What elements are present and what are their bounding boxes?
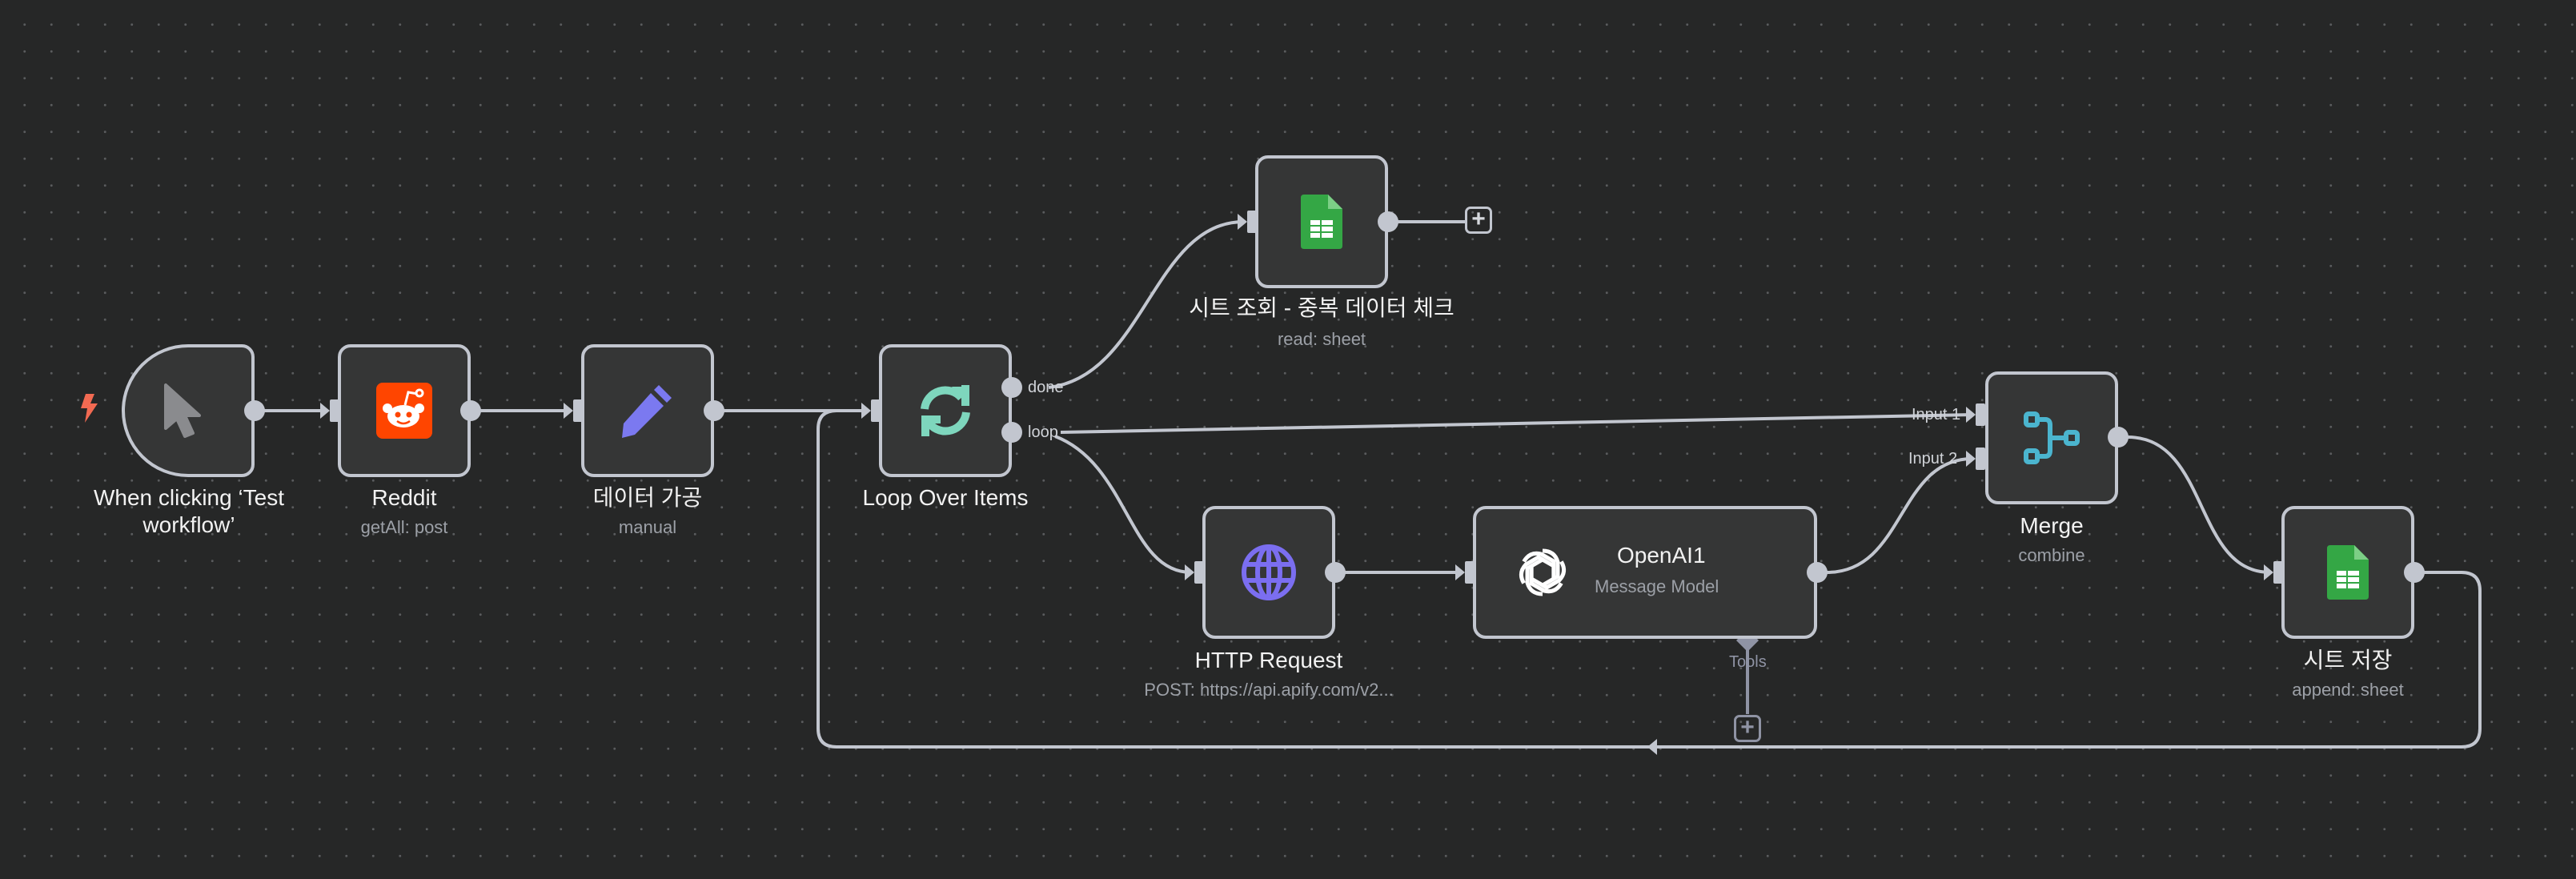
edge-loop-http[interactable]	[1054, 435, 1192, 574]
pencil-icon	[622, 385, 672, 438]
sheet-read-input-handle[interactable]	[1247, 211, 1257, 233]
http-input-handle[interactable]	[1194, 561, 1204, 584]
loop-input-handle[interactable]	[871, 399, 881, 422]
data-process-output-handle[interactable]	[704, 400, 724, 421]
node-title: 데이터 가공	[592, 485, 703, 510]
arrow-merge-input1	[1966, 407, 1976, 423]
node-subtitle: getAll: post	[360, 517, 448, 537]
arrow-data-process-in	[564, 403, 573, 419]
node-title: HTTP Request	[1194, 648, 1343, 672]
lightning-icon	[81, 394, 98, 423]
sheet-read-output-handle[interactable]	[1378, 211, 1398, 232]
merge-input2-handle[interactable]	[1976, 448, 1985, 470]
edge-loop-merge-input1[interactable]	[1060, 413, 1973, 434]
node-merge[interactable]	[1985, 371, 2118, 504]
node-subtitle: Message Model	[1595, 576, 1719, 596]
arrow-reddit-in	[320, 403, 330, 419]
http-output-handle[interactable]	[1325, 562, 1346, 583]
add-node-button[interactable]: +	[1465, 207, 1492, 234]
node-title: 시트 조회 - 중복 데이터 체크	[1189, 295, 1455, 320]
openai-icon	[1519, 548, 1567, 596]
google-sheets-icon	[1301, 195, 1342, 249]
arrow-loop-in	[861, 403, 871, 419]
openai-input-handle[interactable]	[1465, 561, 1475, 584]
node-openai[interactable]: OpenAI1 Message Model	[1473, 506, 1817, 639]
node-subtitle: append: sheet	[2292, 680, 2404, 700]
sheet-save-input-handle[interactable]	[2273, 561, 2283, 584]
node-loop-over-items[interactable]	[879, 344, 1012, 477]
node-subtitle: POST: https://api.apify.com/v2...	[1144, 680, 1394, 700]
arrow-sheet-read-in	[1238, 214, 1247, 230]
merge-icon	[2024, 411, 2080, 464]
openai-output-handle[interactable]	[1807, 562, 1828, 583]
node-subtitle: combine	[2018, 545, 2085, 565]
node-title: 시트 저장	[2303, 648, 2393, 672]
node-title: Loop Over Items	[862, 485, 1029, 510]
node-reddit[interactable]	[338, 344, 471, 477]
reddit-output-handle[interactable]	[460, 400, 481, 421]
refresh-icon	[921, 385, 970, 436]
arrow-http-in	[1185, 564, 1194, 580]
sheet-save-output-handle[interactable]	[2404, 562, 2425, 583]
node-sheet-save[interactable]	[2281, 506, 2414, 639]
trigger-title-line2: workflow’	[142, 512, 235, 537]
node-title: When clicking ‘Test workflow’	[94, 484, 284, 539]
arrow-merge-input2	[1966, 451, 1976, 467]
data-process-input-handle[interactable]	[573, 399, 583, 422]
reddit-icon	[376, 383, 432, 439]
loop-done-label: done	[1028, 379, 1064, 396]
arrow-sheet-save-in	[2264, 564, 2273, 580]
add-tool-button[interactable]: +	[1734, 715, 1761, 742]
node-data-process[interactable]	[581, 344, 714, 477]
tools-label: Tools	[1729, 653, 1767, 671]
node-title: OpenAI1	[1617, 543, 1706, 568]
node-subtitle: read: sheet	[1277, 329, 1366, 349]
arrow-openai-in	[1455, 564, 1465, 580]
merge-output-handle[interactable]	[2108, 427, 2129, 448]
cursor-icon	[164, 383, 201, 438]
merge-input2-label: Input 2	[1908, 450, 1958, 468]
node-title: Reddit	[371, 485, 437, 510]
loop-done-output-handle[interactable]	[1001, 377, 1022, 398]
reddit-input-handle[interactable]	[330, 399, 339, 422]
merge-input1-handle[interactable]	[1976, 403, 1985, 426]
loop-loop-output-handle[interactable]	[1001, 422, 1022, 443]
edge-merge-sheet-save[interactable]	[2127, 435, 2271, 574]
edge-loop-done-sheet-read[interactable]	[1048, 220, 1245, 389]
globe-icon	[1242, 544, 1296, 600]
trigger-output-handle[interactable]	[244, 400, 265, 421]
node-manual-trigger[interactable]	[122, 344, 255, 477]
loop-loop-label: loop	[1028, 423, 1058, 441]
node-http-request[interactable]	[1202, 506, 1335, 639]
edge-openai-merge-input2[interactable]	[1826, 457, 1973, 574]
trigger-title-line1: When clicking ‘Test	[93, 485, 285, 510]
google-sheets-icon	[2327, 545, 2369, 600]
node-subtitle: manual	[618, 517, 677, 537]
arrow-loopback	[1647, 739, 1657, 755]
merge-input1-label: Input 1	[1912, 406, 1961, 423]
node-title: Merge	[2020, 513, 2084, 538]
node-sheet-read[interactable]	[1255, 155, 1388, 288]
